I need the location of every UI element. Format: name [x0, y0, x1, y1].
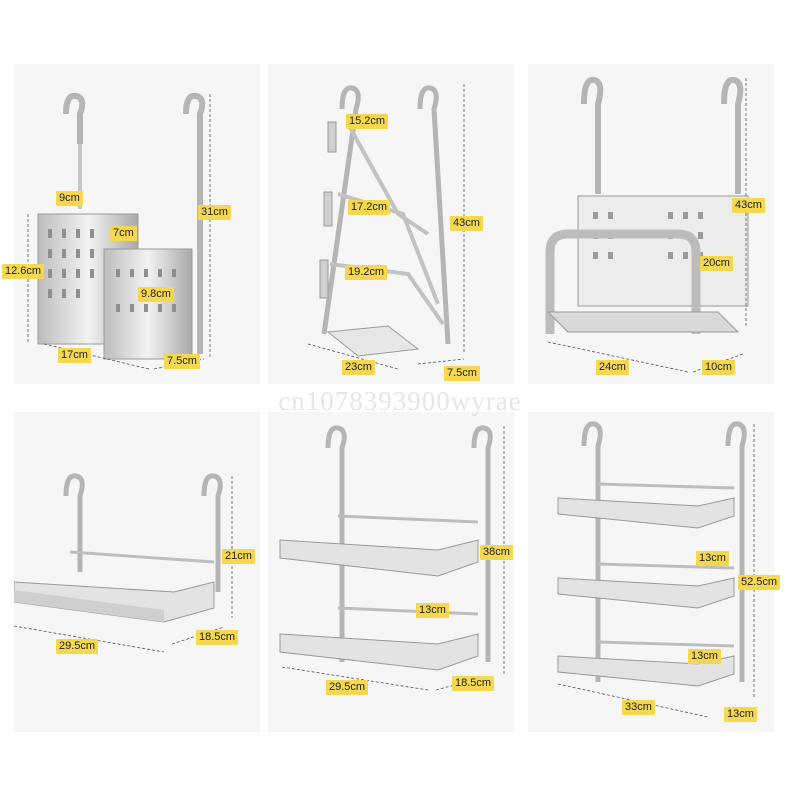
cutting-board-rack-image — [545, 76, 749, 373]
dimension-label: 9.8cm — [138, 287, 174, 302]
dimension-label: 43cm — [450, 216, 483, 231]
dimension-label: 17.2cm — [348, 200, 391, 215]
dimension-label: 43cm — [732, 198, 765, 213]
dimension-label: 13cm — [416, 603, 449, 618]
single-shelf-image — [14, 473, 233, 653]
dimension-label: 29.5cm — [326, 680, 369, 695]
dimension-label: 31cm — [198, 205, 231, 220]
double-shelf-image — [279, 425, 505, 691]
product-panel-cutting-board-rack: 43cm 20cm 24cm 10cm — [528, 64, 774, 384]
dimension-label: 29.5cm — [56, 639, 99, 654]
dimension-label: 21cm — [222, 549, 255, 564]
dimension-label: 18.5cm — [452, 676, 495, 691]
dimension-label: 52.5cm — [738, 575, 781, 590]
lid-rack-image — [307, 84, 465, 370]
dimension-label: 20cm — [700, 256, 733, 271]
triple-shelf-image — [557, 421, 755, 718]
product-panel-lid-rack: 15.2cm 17.2cm 43cm 19.2cm 23cm 7.5cm — [268, 64, 514, 384]
dimension-label: 15.2cm — [346, 114, 389, 129]
product-panel-double-shelf: 38cm 13cm 29.5cm 18.5cm — [268, 412, 514, 732]
dimension-label: 7.5cm — [444, 366, 480, 381]
dimension-label: 24cm — [596, 360, 629, 375]
dimension-label: 7cm — [110, 226, 137, 241]
dimension-label: 13cm — [724, 707, 757, 722]
product-panel-triple-shelf: 13cm 52.5cm 13cm 33cm 13cm — [528, 412, 781, 732]
dimension-label: 19.2cm — [345, 265, 388, 280]
dimension-label: 9cm — [56, 191, 83, 206]
product-panel-utensil-holder: 9cm 7cm 31cm 12.6cm 9.8cm 17cm 7.5cm — [2, 64, 260, 384]
dimension-label: 17cm — [58, 348, 91, 363]
dimension-label: 12.6cm — [2, 264, 45, 279]
utensil-holder-image — [27, 92, 211, 370]
dimension-label: 13cm — [688, 649, 721, 664]
dimension-label: 10cm — [702, 360, 735, 375]
dimension-label: 13cm — [696, 551, 729, 566]
dimension-label: 23cm — [342, 360, 375, 375]
dimension-label: 38cm — [480, 545, 513, 560]
dimension-label: 7.5cm — [164, 354, 200, 369]
product-panel-single-shelf: 21cm 29.5cm 18.5cm — [14, 412, 260, 732]
dimension-label: 33cm — [622, 700, 655, 715]
dimension-label: 18.5cm — [196, 630, 239, 645]
